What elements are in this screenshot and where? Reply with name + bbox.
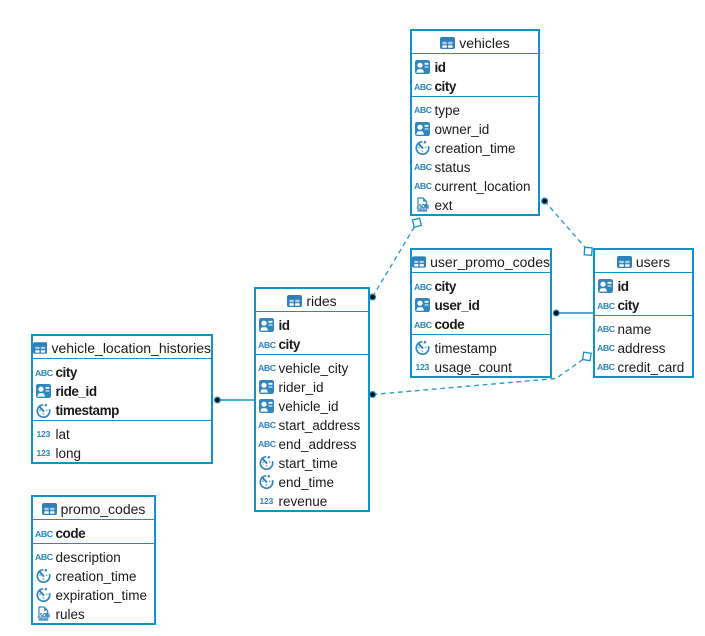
svg-text:ABC: ABC: [597, 343, 615, 353]
svg-text:ABC: ABC: [414, 82, 432, 92]
svg-text:ABC: ABC: [35, 529, 53, 539]
svg-text:123: 123: [36, 448, 50, 458]
svg-text:ABC: ABC: [258, 363, 276, 373]
svg-text:ABC: ABC: [414, 105, 432, 115]
svg-text:ABC: ABC: [597, 301, 615, 311]
svg-text:ABC: ABC: [258, 420, 276, 430]
svg-text:ABC: ABC: [414, 320, 432, 330]
svg-text:ABC: ABC: [258, 439, 276, 449]
svg-text:123: 123: [259, 496, 273, 506]
svg-text:ABC: ABC: [414, 181, 432, 191]
svg-text:ABC: ABC: [35, 368, 53, 378]
svg-text:ABC: ABC: [414, 282, 432, 292]
svg-text:123: 123: [36, 429, 50, 439]
svg-text:123: 123: [415, 362, 429, 372]
svg-text:ABC: ABC: [597, 324, 615, 334]
svg-text:ABC: ABC: [597, 362, 615, 372]
svg-text:ABC: ABC: [258, 340, 276, 350]
svg-text:ABC: ABC: [35, 552, 53, 562]
svg-text:ABC: ABC: [414, 162, 432, 172]
